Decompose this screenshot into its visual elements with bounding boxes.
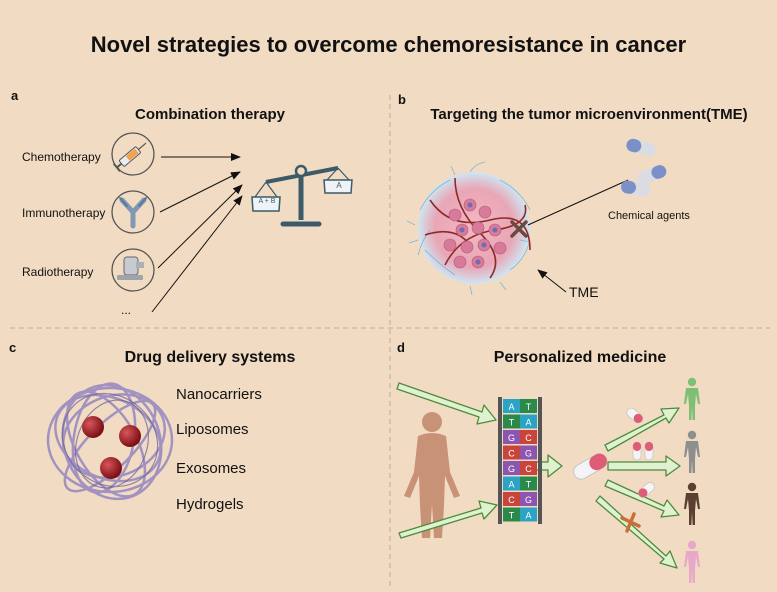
syringe-icon — [111, 132, 155, 176]
nucleotide-block — [503, 507, 520, 522]
pill-capsules — [573, 407, 655, 498]
nucleotide-letter: G — [525, 495, 532, 505]
panel-dividers — [10, 95, 770, 590]
nucleotide-block — [520, 399, 537, 413]
panel-b-title: Targeting the tumor microenvironment(TME… — [430, 106, 748, 123]
capsule-icons — [621, 138, 667, 197]
nucleotide-letter: C — [525, 464, 532, 474]
patient-figures — [684, 377, 700, 583]
dds-item-hydrogels: Hydrogels — [176, 496, 244, 513]
nucleotide-block — [520, 476, 537, 491]
patient-figure-icon — [684, 540, 700, 583]
nucleotide-letter: A — [508, 479, 514, 489]
tme-pointer-arrow — [537, 269, 567, 293]
nucleotide-letter: G — [508, 433, 515, 443]
nucleotide-letter: C — [508, 495, 515, 505]
tumor-microenvironment-illustration — [406, 161, 531, 296]
nucleotide-letter: T — [509, 510, 515, 520]
therapy-label-more: ... — [121, 303, 132, 317]
green-arrows — [396, 382, 681, 569]
nucleotide-block — [503, 414, 520, 429]
combination-arrows — [151, 153, 243, 313]
human-silhouette-icon — [404, 412, 460, 538]
nucleotide-letter: T — [509, 417, 515, 427]
radiotherapy-machine-icon — [111, 248, 155, 292]
nucleotide-block — [520, 414, 537, 429]
nucleotide-block — [520, 461, 537, 475]
therapy-label-immuno: Immunotherapy — [22, 206, 106, 220]
dds-item-exosomes: Exosomes — [176, 460, 247, 477]
patient-figure-icon — [684, 482, 700, 525]
nucleotide-letter: T — [526, 479, 532, 489]
balance-scale-icon — [251, 164, 353, 227]
panel-c-label: c — [9, 340, 17, 355]
panel-d-label: d — [397, 340, 405, 355]
dds-item-nanocarriers: Nanocarriers — [176, 386, 262, 403]
nucleotide-block — [503, 492, 520, 506]
nucleotide-block — [503, 430, 520, 444]
chemical-agents-label: Chemical agents — [608, 210, 690, 222]
therapy-label-radio: Radiotherapy — [22, 265, 94, 279]
nucleotide-letter: C — [508, 448, 515, 458]
nucleotide-letter: G — [525, 448, 532, 458]
nanoparticle-illustration — [46, 382, 174, 501]
cross-icon — [620, 512, 641, 533]
scale-left-label: A + B — [258, 198, 276, 205]
nucleotide-block — [503, 476, 520, 491]
scale-right-label: A — [336, 181, 342, 190]
panel-b-label: b — [398, 92, 406, 107]
nucleotide-letter: C — [525, 433, 532, 443]
dds-item-liposomes: Liposomes — [176, 421, 249, 438]
nucleotide-letter: T — [526, 402, 532, 412]
chemical-agents-arrow — [527, 179, 629, 226]
nucleotide-block — [520, 445, 537, 460]
page-title: Novel strategies to overcome chemoresist… — [90, 32, 687, 57]
therapy-label-chemo: Chemotherapy — [22, 150, 101, 164]
antibody-icon — [111, 190, 155, 234]
nucleotide-letter: A — [525, 417, 531, 427]
nucleotide-block — [520, 507, 537, 522]
patient-figure-icon — [684, 377, 700, 420]
nucleotide-block — [503, 461, 520, 475]
tme-label: TME — [569, 284, 599, 300]
nucleotide-letter: G — [508, 464, 515, 474]
panel-d-title: Personalized medicine — [493, 349, 667, 366]
patient-figure-icon — [684, 430, 700, 473]
panel-a-title: Combination therapy — [134, 106, 285, 123]
nucleotide-block — [503, 445, 520, 460]
nucleotide-letter: A — [525, 510, 531, 520]
nucleotide-block — [520, 430, 537, 444]
nucleotide-block — [503, 399, 520, 413]
panel-c-title: Drug delivery systems — [124, 349, 296, 366]
nucleotide-block — [520, 492, 537, 506]
panel-a-label: a — [11, 88, 19, 103]
nucleotide-letter: A — [508, 402, 514, 412]
